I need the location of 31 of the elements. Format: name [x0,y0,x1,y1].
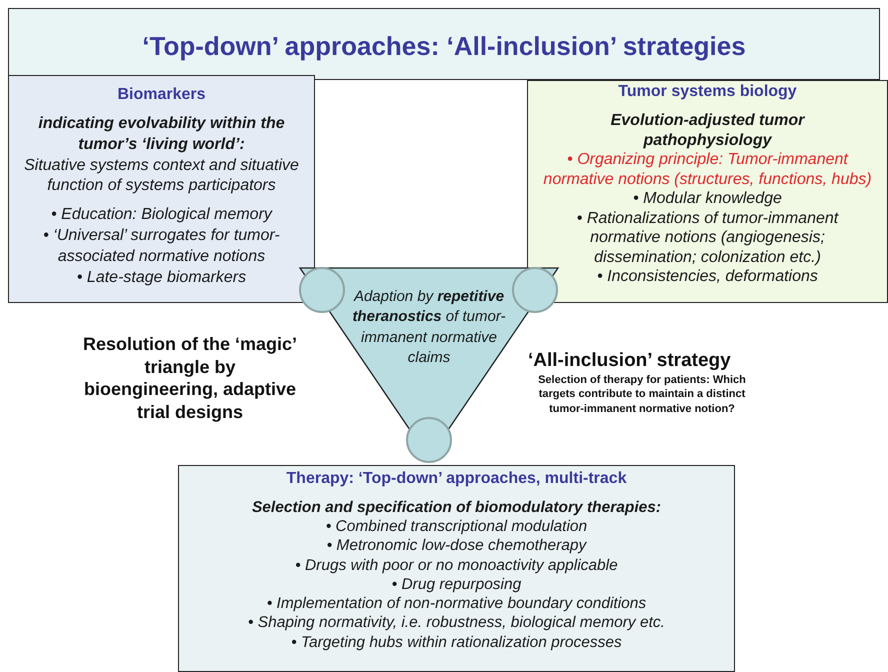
info-card [527,80,888,303]
bullet-item: • Drug repurposing [390,574,522,594]
bullet-item: • Combined transcriptional modulation [324,517,588,536]
bullet-item: • Late-stage biomarkers [76,268,248,288]
corner-circle [406,417,452,463]
card-text: Situative systems context and situative function of systems participators [23,156,300,196]
bullet-item: • Education: Biological memory [50,205,274,226]
bullet-item: • Organizing principle: Tumor-immanent normative notions (structures, functions, hubs) [542,150,873,190]
info-card [178,465,735,672]
bullet-item: • Metronomic low-dose chemotherapy [326,536,588,556]
bullet-item: • Shaping normativity, i.e. robustness, biological memory etc. [247,613,666,633]
bullet-item: • Modular knowledge [632,189,783,209]
strategy-heading: ‘All-inclusion’ strategy [528,350,731,373]
side-note: Resolution of the ‘magic’ triangle by bioengineering, adaptive trial designs [82,333,298,423]
card-heading: Biomarkers [116,86,207,104]
title-band [8,8,880,80]
strategy-note: Selection of therapy for patients: Which targets contribute to maintain a distinct tumor-immanent normative notion? [537,373,747,416]
bullet-item: • Targeting hubs within rationalization processes [290,632,623,652]
info-card [8,75,315,303]
bullet-item: • Drugs with poor or no monoactivity applicable [294,556,619,575]
triangle-text: Adaption by repetitive theranostics of tumor-immanent normative claims [351,287,507,368]
bullet-item: • ‘Universal’ surrogates for tumor-associated normative notions [42,226,281,267]
card-heading: Tumor systems biology [617,83,798,101]
card-subheading: Selection and specification of biomodulatory therapies: [250,498,662,518]
card-subheading: Evolution-adjusted tumor pathophysiology [610,111,805,150]
bullet-item: • Implementation of non-normative boundary conditions [266,594,648,614]
bullet-item: • Inconsistencies, deformations [596,267,819,287]
title-text: ‘Top-down’ approaches: ‘All-inclusion’ strategies [141,31,747,62]
bullet-item: • Rationalizations of tumor-immanent normative notions (angiogenesis; dissemination; colonization etc.) [576,208,840,268]
card-heading: Therapy: ‘Top-down’ approaches, multi-track [285,470,628,488]
card-subheading: indicating evolvability within the tumor’s ‘living world’: [37,114,286,155]
